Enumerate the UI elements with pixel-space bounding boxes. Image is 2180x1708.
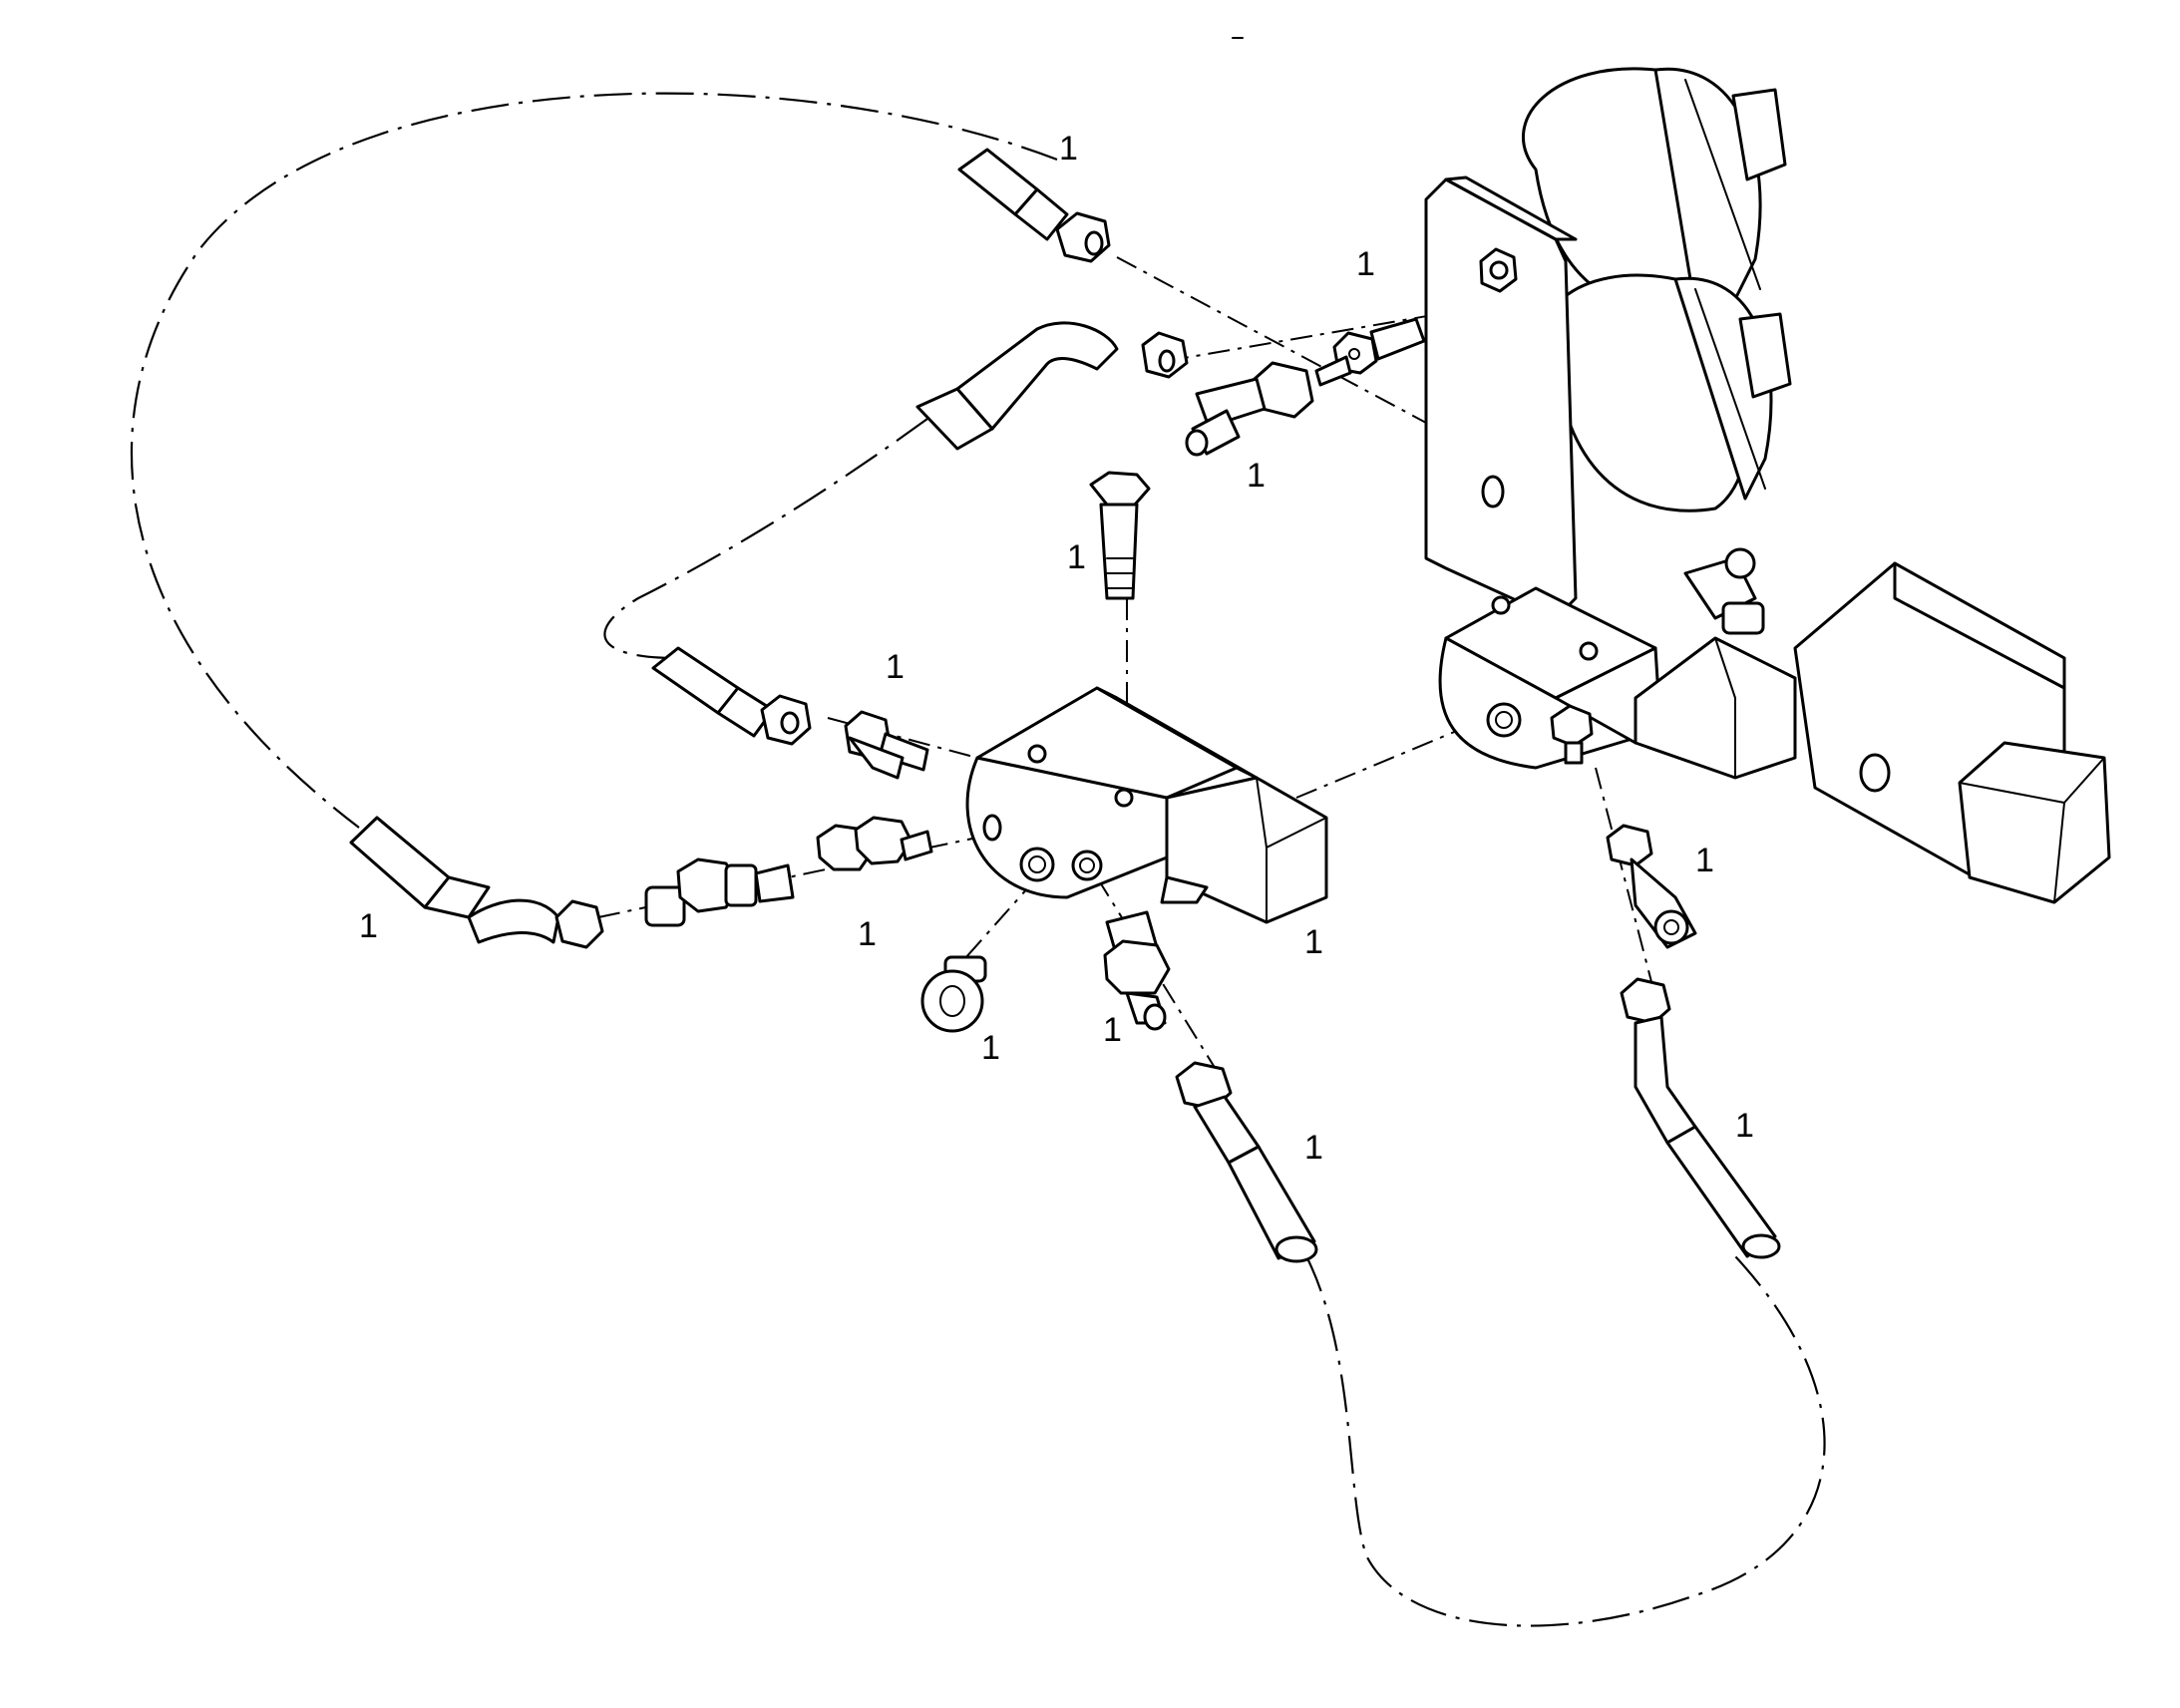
regulator-lower [1542,273,1792,512]
axis-tee [1166,310,1457,362]
hose-end-right [1620,977,1781,1259]
hose-end-top [957,148,1111,263]
callout-1-hose-top: 1 [1059,130,1078,168]
callout-1-plug: 1 [981,1029,1000,1067]
fitting-right-nut [1550,704,1594,765]
adapter-upper-right [1314,317,1426,387]
bolt [1089,471,1151,600]
axis-right-fitting [1595,767,1656,998]
mounting-bracket [1424,175,1578,620]
axis-plug [956,876,1038,968]
coupling-left [644,857,795,927]
regulator-upper [1522,67,1787,313]
tee-fitting-upper [1185,361,1314,457]
fitting-bottom [1103,910,1171,1031]
hose-inner-loop [603,418,928,660]
elbow-hose-upper [915,321,1189,451]
callout-1-coupling-left: 1 [858,915,877,953]
callout-1-tee-upper: 1 [1247,457,1266,495]
callout-1-adapter-left-upper: 1 [886,648,905,686]
manifold-block-center [965,686,1328,924]
hose-end-left [349,816,604,949]
hose-end-left-upper [651,646,812,746]
callout-1-hose-left: 1 [359,907,378,945]
callout-1-adapter-upper: 1 [1356,245,1375,283]
hose-end-bottom [1175,1061,1318,1263]
callout-1-hose-bottom: 1 [1304,1129,1323,1167]
adapter-left-upper [844,710,929,780]
hose-outer-loop [130,92,1058,829]
tee-fitting-right [1683,547,1765,635]
valve-body-right [1793,561,2111,904]
callout-1-manifold-center: 1 [1304,923,1323,961]
callout-1-banjo-right: 1 [1695,842,1714,879]
callout-1-hose-right: 1 [1735,1107,1754,1145]
callout-1-bolt: 1 [1067,538,1086,576]
manifold-block-right [1438,586,1797,780]
plug [920,955,987,1033]
axis-left-fitting [827,717,978,759]
callout-1-fitting-bottom: 1 [1103,1011,1122,1049]
coupling-left-right [816,816,933,871]
banjo-fitting-right [1606,824,1697,949]
hose-bottom-loop [1305,1255,1826,1627]
